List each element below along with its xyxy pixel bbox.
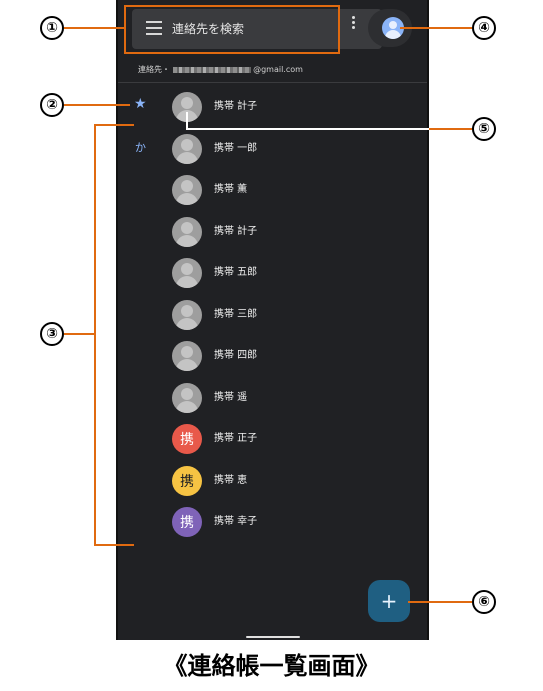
callout-number-3: ③ xyxy=(40,322,64,346)
contact-row[interactable]: 携帯 計子 xyxy=(172,92,392,124)
favorites-star-icon: ★ xyxy=(134,96,147,112)
contact-avatar-person-icon xyxy=(172,175,202,205)
menu-icon[interactable] xyxy=(146,21,162,35)
callout-line-4 xyxy=(400,27,472,29)
contact-row[interactable]: 携 携帯 正子 xyxy=(172,424,392,456)
callout-line-2 xyxy=(64,104,130,106)
callout-line-3-bottom xyxy=(94,544,134,546)
divider xyxy=(118,82,427,83)
contact-row[interactable]: 携帯 五郎 xyxy=(172,258,392,290)
account-email-suffix: @gmail.com xyxy=(253,65,303,74)
contact-avatar-person-icon xyxy=(172,341,202,371)
contact-name: 携帯 計子 xyxy=(214,225,258,237)
contact-row[interactable]: 携帯 三郎 xyxy=(172,299,392,332)
figure-caption: 《連絡帳一覧画面》 xyxy=(163,652,380,680)
gesture-nav-bar[interactable] xyxy=(246,636,300,638)
contact-row[interactable]: 携 携帯 幸子 xyxy=(172,507,392,539)
callout-line-1-box-top xyxy=(124,5,340,7)
callout-line-1-box-right xyxy=(338,5,340,54)
search-bar[interactable]: 連絡先を検索 xyxy=(132,9,382,49)
callout-line-3-h xyxy=(64,333,94,335)
section-index-ka: か xyxy=(135,141,146,154)
contact-row[interactable]: 携帯 薫 xyxy=(172,175,392,207)
callout-number-6: ⑥ xyxy=(472,590,496,614)
email-redacted xyxy=(172,66,251,73)
contact-avatar-person-icon xyxy=(172,299,202,330)
callout-number-4: ④ xyxy=(472,16,496,40)
contact-name: 携帯 三郎 xyxy=(214,308,258,320)
contact-name: 携帯 五郎 xyxy=(214,267,258,278)
callout-line-5-v xyxy=(186,112,188,129)
contact-avatar-letter: 携 xyxy=(172,507,202,537)
contact-avatar-letter: 携 xyxy=(172,424,202,454)
callout-line-5-h-white xyxy=(186,128,429,130)
search-input[interactable]: 連絡先を検索 xyxy=(172,22,245,36)
callout-line-1-box-left xyxy=(124,5,126,54)
more-options-icon[interactable] xyxy=(352,16,356,30)
callout-line-6 xyxy=(408,601,472,603)
callout-number-2: ② xyxy=(40,93,64,117)
contact-avatar-person-icon xyxy=(172,133,202,164)
account-prefix: 連絡先・ xyxy=(138,65,170,74)
contact-avatar-person-icon xyxy=(172,382,202,413)
contact-row[interactable]: 携携帯 恵 xyxy=(172,465,392,498)
contact-name: 携帯 恵 xyxy=(214,474,248,486)
contact-name: 携帯 薫 xyxy=(214,184,248,195)
contact-name: 携帯 幸子 xyxy=(214,516,258,527)
contact-avatar-person-icon xyxy=(172,258,202,288)
account-label: 連絡先・ @gmail.com xyxy=(138,64,303,76)
contact-name: 携帯 正子 xyxy=(214,433,258,444)
callout-number-1: ① xyxy=(40,16,64,40)
contact-name: 携帯 遥 xyxy=(214,391,248,403)
contact-name: 携帯 四郎 xyxy=(214,350,258,361)
contact-row[interactable]: 携帯 一郎 xyxy=(172,133,392,166)
callout-line-3-v xyxy=(94,124,96,546)
contact-name: 携帯 一郎 xyxy=(214,142,258,154)
contact-avatar-person-icon xyxy=(172,216,202,247)
add-contact-button[interactable]: + xyxy=(368,580,410,622)
contact-row[interactable]: 携帯 四郎 xyxy=(172,341,392,373)
contact-row[interactable]: 携帯 遥 xyxy=(172,382,392,415)
contacts-screen: 連絡先を検索 連絡先・ @gmail.com ★ か 携帯 計子携帯 一郎携帯 … xyxy=(116,0,429,640)
callout-number-5: ⑤ xyxy=(472,117,496,141)
contact-name: 携帯 計子 xyxy=(214,101,258,112)
callout-line-3-top xyxy=(94,124,134,126)
contact-avatar-letter: 携 xyxy=(172,465,202,496)
callout-line-1 xyxy=(64,27,126,29)
callout-line-1-box-bottom xyxy=(124,52,340,54)
contact-row[interactable]: 携帯 計子 xyxy=(172,216,392,249)
profile-avatar-icon xyxy=(382,17,404,39)
